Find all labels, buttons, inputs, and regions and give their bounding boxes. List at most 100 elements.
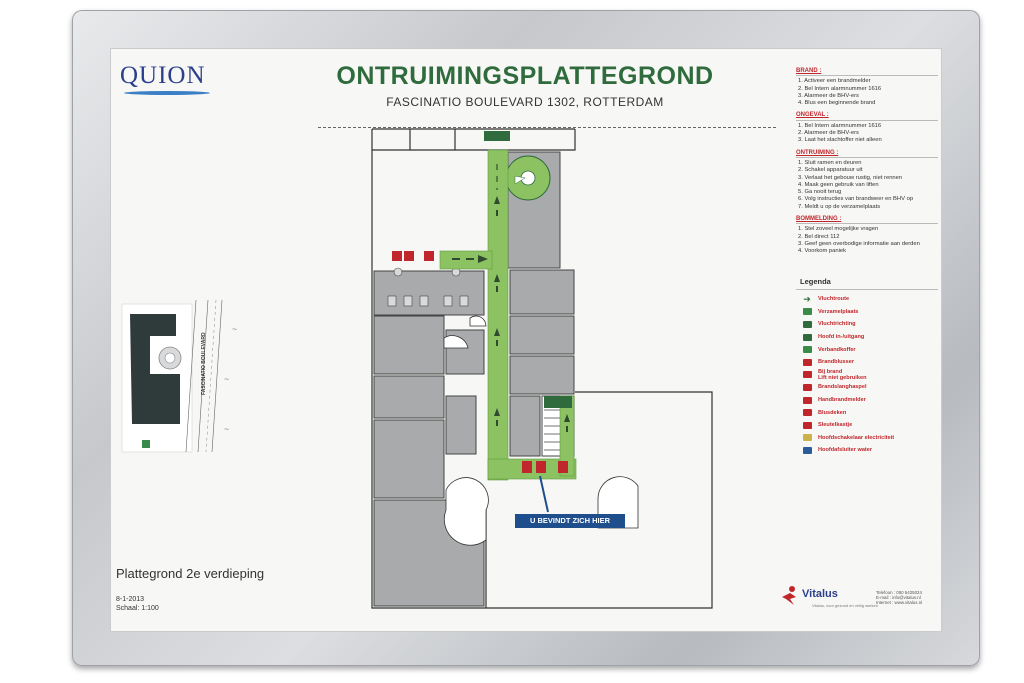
legend-label: Blusdeken bbox=[818, 409, 847, 416]
rooms bbox=[373, 151, 575, 607]
legend-label: Sleutelkastje bbox=[818, 422, 853, 429]
instruction-item: 4. Maak geen gebruik van liften bbox=[798, 181, 879, 188]
map-wave-icon: ~ bbox=[232, 324, 237, 334]
assembly-point-icon bbox=[802, 308, 812, 316]
legend-label: Brandslanghaspel bbox=[818, 384, 867, 391]
instruction-item: 6. Volg instructies van brandweer en BHV… bbox=[798, 196, 914, 203]
extinguisher-icon bbox=[424, 251, 434, 261]
divider bbox=[796, 119, 938, 121]
instruction-item: 3. Verlaat het gebouw rustig, niet renne… bbox=[798, 174, 903, 181]
arrow-icon bbox=[494, 328, 500, 346]
legend-item: Blusdeken bbox=[796, 406, 938, 419]
instruction-item: 2. Bel Intern alarmnummer 1616 bbox=[798, 85, 882, 92]
instruction-heading: BOMMELDING : bbox=[796, 216, 842, 223]
fire-alarm-icon bbox=[802, 396, 812, 404]
vitalus-logo-icon bbox=[782, 586, 796, 605]
legend-item: Brandslanghaspel bbox=[796, 381, 938, 394]
legend-item: Hoofdschakelaar electriciteit bbox=[796, 432, 938, 445]
plan-meta: 8-1-2013 Schaal: 1:100 bbox=[116, 595, 159, 613]
legend-item: Handbrandmelder bbox=[796, 394, 938, 407]
legend-item: Sleutelkastje bbox=[796, 419, 938, 432]
legend-label: Handbrandmelder bbox=[818, 397, 866, 404]
room bbox=[509, 355, 575, 395]
plan-scale: Schaal: 1:100 bbox=[116, 605, 159, 612]
room bbox=[373, 419, 445, 499]
toilets bbox=[387, 267, 469, 307]
arrow-icon bbox=[494, 196, 500, 216]
room bbox=[445, 395, 477, 455]
divider bbox=[796, 223, 938, 225]
fire-hose-icon bbox=[802, 383, 812, 391]
spiral-staircase bbox=[505, 155, 551, 201]
legend-title: Legenda bbox=[796, 277, 938, 290]
legend-label: Vluchtroute bbox=[818, 296, 850, 303]
plan-date: 8-1-2013 bbox=[116, 596, 145, 603]
instruction-heading: ONGEVAL : bbox=[796, 112, 829, 119]
you-are-here-pointer bbox=[539, 475, 549, 513]
legend-item: Brandblusser bbox=[796, 356, 938, 369]
safety-equipment-bottom bbox=[522, 461, 568, 473]
arrow-icon: ➔ bbox=[803, 293, 811, 304]
vitalus-logo: Vitalus bbox=[802, 588, 838, 600]
contact-line: E-mail : info@vitalus.nl bbox=[876, 595, 921, 601]
no-lift-icon bbox=[802, 371, 812, 379]
arrow-icon bbox=[494, 274, 500, 292]
fire-hose-icon bbox=[392, 251, 402, 261]
water-valve-icon bbox=[802, 446, 812, 454]
key-box-icon bbox=[802, 421, 812, 429]
map-wave-icon: ~ bbox=[224, 374, 229, 384]
legend-label: Hoofdschakelaar electriciteit bbox=[818, 434, 895, 441]
instruction-item: 3. Laat het slachtoffer niet alleen bbox=[798, 137, 882, 144]
main-switch-icon bbox=[802, 434, 812, 442]
instruction-item: 4. Voorkom paniek bbox=[798, 248, 847, 255]
fire-blanket-icon bbox=[802, 409, 812, 417]
room bbox=[373, 270, 485, 316]
instruction-heading: ONTRUIMING : bbox=[796, 149, 839, 156]
instruction-item: 7. Meldt u op de verzamelplaats bbox=[798, 203, 881, 210]
legend-label: Hoofd in-/uitgang bbox=[818, 334, 865, 341]
instruction-item: 4. Blus een beginnende brand bbox=[798, 100, 876, 107]
floor-plan-title: Plattegrond 2e verdieping bbox=[116, 566, 265, 581]
exit-direction-icon bbox=[544, 396, 572, 408]
map-wave-icon: ~ bbox=[224, 424, 229, 434]
room bbox=[509, 395, 541, 457]
divider bbox=[796, 156, 938, 158]
instruction-item: 3. Alarmeer de BHV-ers bbox=[798, 92, 859, 99]
fire-alarm-icon bbox=[522, 461, 532, 473]
fire-alarm-icon bbox=[404, 251, 414, 261]
main-entrance-icon bbox=[802, 333, 812, 341]
street-name: FASCINATIO BOULEVARD bbox=[201, 332, 207, 395]
arrow-icon bbox=[564, 414, 570, 432]
arrow-icon bbox=[494, 408, 500, 426]
exit-direction-icon bbox=[802, 320, 812, 328]
room bbox=[509, 269, 575, 315]
legend-item: Hoofd in-/uitgang bbox=[796, 331, 938, 344]
extinguisher-icon bbox=[558, 461, 568, 473]
legend-label: Verzamelplaats bbox=[818, 308, 859, 315]
facade-dashed-line bbox=[318, 127, 776, 128]
contact-line: Telefoon : 050 5425024 bbox=[876, 590, 922, 595]
instruction-item: 2. Bel direct 112 bbox=[798, 233, 840, 240]
legend-item: Vluchtrichting bbox=[796, 318, 938, 331]
instruction-item: 5. Ga nooit terug bbox=[798, 189, 842, 196]
divider bbox=[796, 75, 938, 77]
instruction-item: 1. Activeer een brandmelder bbox=[798, 78, 871, 85]
route-arrows bbox=[452, 164, 570, 432]
instruction-item: 1. Stel zoveel mogelijke vragen bbox=[798, 226, 879, 233]
vitalus-tagline: Vitalus, voor gezond en veilig werken bbox=[812, 603, 878, 608]
address-subtitle: FASCINATIO BOULEVARD 1302, ROTTERDAM bbox=[386, 95, 664, 109]
legend-label: Verbandkoffer bbox=[818, 346, 856, 353]
location-map: ~ ~ ~ bbox=[121, 299, 237, 453]
room bbox=[373, 375, 445, 419]
you-are-here-label: U BEVINDT ZICH HIER bbox=[515, 514, 625, 528]
quion-logo: QUION bbox=[120, 62, 206, 89]
contact-line: Internet : www.vitalus.nl bbox=[876, 600, 923, 606]
first-aid-icon bbox=[802, 346, 812, 354]
room bbox=[373, 315, 445, 375]
instruction-item: 1. Sluit ramen en deuren bbox=[798, 159, 862, 166]
